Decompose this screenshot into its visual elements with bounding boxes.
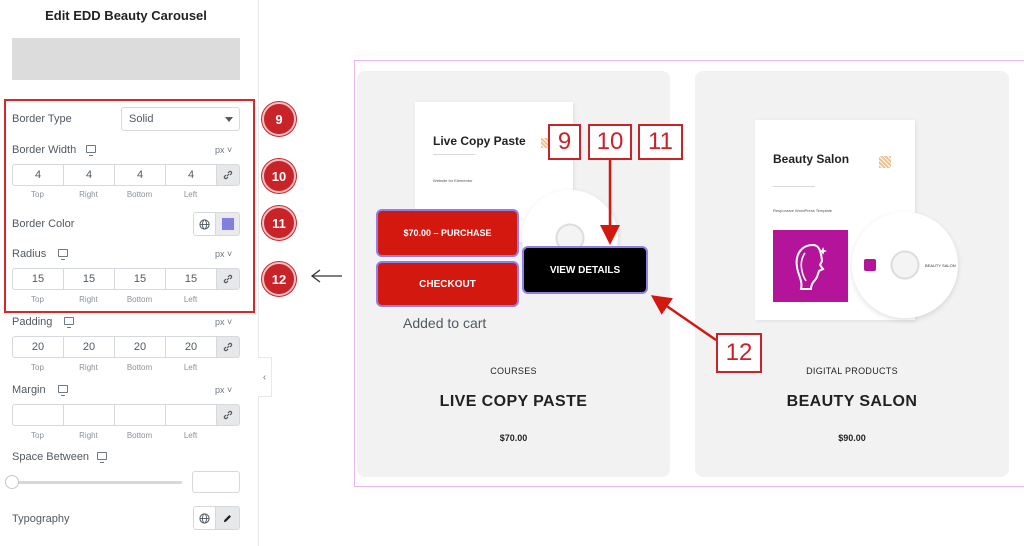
- border-color-control: [193, 212, 240, 236]
- swatch-fill: [221, 218, 234, 230]
- product-category: DIGITAL PRODUCTS: [806, 366, 898, 376]
- editor-panel: Edit EDD Beauty Carousel Border Type Sol…: [0, 0, 296, 546]
- product-title[interactable]: BEAUTY SALON: [786, 393, 918, 410]
- product-price: $70.00: [499, 433, 528, 443]
- radius-unit[interactable]: px ˅: [215, 249, 233, 259]
- annotation-badge-12: 12: [262, 262, 296, 296]
- pattern-icon: [879, 156, 891, 168]
- mock-divider: [773, 186, 815, 187]
- checkout-button[interactable]: CHECKOUT: [376, 261, 519, 307]
- mock-divider: [433, 154, 475, 155]
- annotation-badge-10: 10: [262, 159, 296, 193]
- globe-icon[interactable]: [193, 212, 216, 236]
- callout-10: 10: [588, 124, 632, 160]
- border-type-value: Solid: [129, 113, 154, 125]
- margin-inputs: [12, 404, 240, 426]
- border-type-select[interactable]: Solid: [121, 107, 240, 131]
- callout-12: 12: [716, 333, 762, 373]
- mock-title: Live Copy Paste: [433, 134, 526, 148]
- border-color-label: Border Color: [12, 218, 75, 230]
- margin-bottom[interactable]: [114, 404, 165, 426]
- panel-title: Edit EDD Beauty Carousel: [45, 8, 207, 23]
- product-title[interactable]: LIVE COPY PASTE: [439, 393, 588, 410]
- link-icon[interactable]: [216, 268, 240, 290]
- disc-logo: [864, 259, 876, 271]
- radius-inputs: 15 15 15 15: [12, 268, 240, 290]
- typography-label: Typography: [12, 513, 70, 525]
- pattern-icon: [541, 138, 551, 148]
- disc-label: BEAUTY SALON: [925, 263, 956, 268]
- mock-subtitle: Responsive WordPress Template: [773, 208, 832, 213]
- monitor-icon[interactable]: [97, 452, 107, 463]
- mock-subtitle: Website for Elementor: [433, 178, 473, 183]
- padding-left[interactable]: 20: [165, 336, 216, 358]
- border-width-inputs: 4 4 4 4: [12, 164, 240, 186]
- product-category: COURSES: [490, 366, 537, 376]
- annotation-highlight-box: [4, 99, 255, 313]
- carousel-frame: [354, 60, 1024, 487]
- radius-right[interactable]: 15: [63, 268, 114, 290]
- margin-top[interactable]: [12, 404, 63, 426]
- border-width-label: Border Width: [12, 144, 77, 156]
- link-icon[interactable]: [216, 404, 240, 426]
- margin-unit[interactable]: px ˅: [215, 385, 233, 395]
- panel-divider: [258, 0, 259, 546]
- padding-right[interactable]: 20: [63, 336, 114, 358]
- padding-inputs: 20 20 20 20: [12, 336, 240, 358]
- woman-profile-icon: [795, 243, 827, 290]
- space-between-slider-track[interactable]: [12, 481, 182, 484]
- space-between-input[interactable]: [192, 471, 240, 493]
- radius-bottom[interactable]: 15: [114, 268, 165, 290]
- mock-title: Beauty Salon: [773, 152, 850, 166]
- view-details-button[interactable]: VIEW DETAILS: [522, 246, 648, 294]
- monitor-icon[interactable]: [58, 385, 68, 396]
- margin-right[interactable]: [63, 404, 114, 426]
- chevron-left-icon: ‹: [262, 371, 267, 383]
- globe-icon[interactable]: [193, 506, 216, 530]
- product-disc-beauty-salon: BEAUTY SALON: [852, 212, 958, 318]
- margin-left[interactable]: [165, 404, 216, 426]
- monitor-icon[interactable]: [58, 249, 68, 260]
- border-width-bottom[interactable]: 4: [114, 164, 165, 186]
- annotation-badge-11: 11: [262, 206, 296, 240]
- border-width-top[interactable]: 4: [12, 164, 63, 186]
- space-between-label: Space Between: [12, 451, 90, 463]
- caret-down-icon: [225, 117, 233, 122]
- padding-bottom[interactable]: 20: [114, 336, 165, 358]
- typography-control: [193, 506, 240, 530]
- preview-placeholder: [12, 38, 240, 80]
- radius-label: Radius: [12, 248, 47, 260]
- radius-top[interactable]: 15: [12, 268, 63, 290]
- collapse-panel-button[interactable]: ‹: [258, 357, 272, 397]
- purchase-button[interactable]: $70.00 – PURCHASE: [376, 209, 519, 257]
- link-icon[interactable]: [216, 164, 240, 186]
- padding-unit[interactable]: px ˅: [215, 317, 233, 327]
- border-width-left[interactable]: 4: [165, 164, 216, 186]
- link-icon[interactable]: [216, 336, 240, 358]
- monitor-icon[interactable]: [64, 317, 74, 328]
- arrow-left-icon: [310, 269, 342, 283]
- padding-top[interactable]: 20: [12, 336, 63, 358]
- border-width-unit[interactable]: px ˅: [215, 145, 233, 155]
- color-swatch[interactable]: [216, 212, 240, 236]
- space-between-slider-handle[interactable]: [5, 475, 19, 489]
- annotation-badge-9: 9: [262, 102, 296, 136]
- pencil-icon[interactable]: [216, 506, 240, 530]
- border-width-right[interactable]: 4: [63, 164, 114, 186]
- border-type-label: Border Type: [12, 113, 72, 125]
- margin-label: Margin: [12, 384, 46, 396]
- added-to-cart-text: Added to cart: [403, 315, 487, 331]
- padding-label: Padding: [12, 316, 53, 328]
- product-price: $90.00: [838, 433, 866, 443]
- beauty-logo: [773, 230, 848, 302]
- radius-left[interactable]: 15: [165, 268, 216, 290]
- monitor-icon[interactable]: [86, 145, 96, 156]
- callout-11: 11: [638, 124, 683, 160]
- callout-9: 9: [548, 124, 581, 160]
